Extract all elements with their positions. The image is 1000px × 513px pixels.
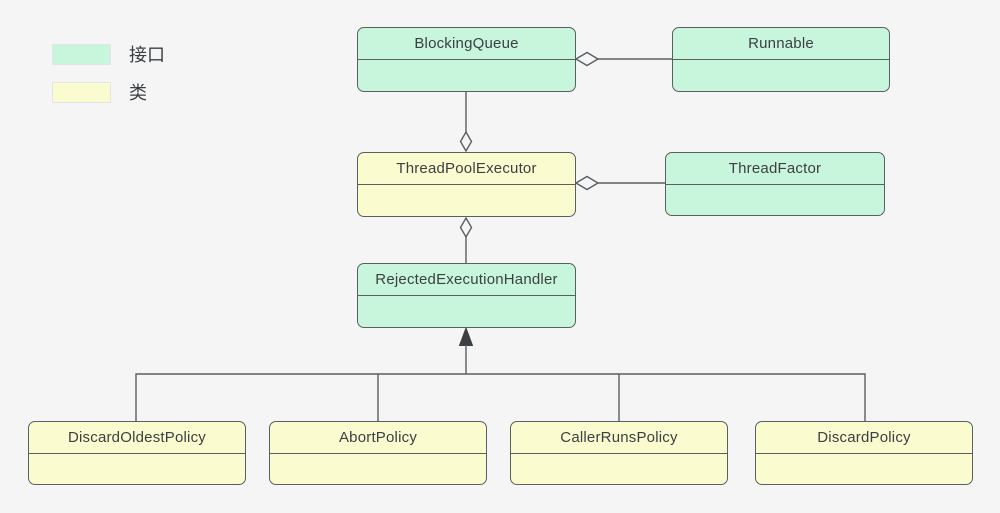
node-title-discard-oldest-policy: DiscardOldestPolicy [29,422,245,454]
node-body [666,185,884,215]
legend-label-interface: 接口 [129,45,165,65]
node-blocking-queue: BlockingQueue [357,27,576,92]
node-discard-policy: DiscardPolicy [755,421,973,485]
node-title-thread-factor: ThreadFactor [666,153,884,185]
node-title-runnable: Runnable [673,28,889,60]
inheritance-branch-rail [135,373,866,421]
legend-label-class: 类 [129,83,147,103]
aggregation-diamond-threadpoolexecutor-top [459,130,473,153]
node-body [29,454,245,484]
node-body [270,454,486,484]
aggregation-diamond-threadpoolexecutor-threadfactor [574,175,600,191]
node-runnable: Runnable [672,27,890,92]
node-rejected-execution-handler: RejectedExecutionHandler [357,263,576,328]
legend-swatch-class [52,81,111,103]
node-title-caller-runs-policy: CallerRunsPolicy [511,422,727,454]
node-body [511,454,727,484]
legend-item-class: 类 [52,79,147,105]
node-body [358,185,575,216]
node-abort-policy: AbortPolicy [269,421,487,485]
node-title-rejected-execution-handler: RejectedExecutionHandler [358,264,575,296]
node-body [673,60,889,91]
node-title-blocking-queue: BlockingQueue [358,28,575,60]
node-title-discard-policy: DiscardPolicy [756,422,972,454]
inheritance-arrow [458,326,474,346]
node-body [358,296,575,327]
node-thread-factor: ThreadFactor [665,152,885,216]
aggregation-diamond-threadpoolexecutor-bottom [459,216,473,239]
node-discard-oldest-policy: DiscardOldestPolicy [28,421,246,485]
node-title-abort-policy: AbortPolicy [270,422,486,454]
node-body [756,454,972,484]
legend-item-interface: 接口 [52,41,165,67]
legend-swatch-interface [52,43,111,65]
node-body [358,60,575,91]
node-caller-runs-policy: CallerRunsPolicy [510,421,728,485]
node-title-thread-pool-executor: ThreadPoolExecutor [358,153,575,185]
aggregation-diamond-blockingqueue-runnable [574,51,600,67]
node-thread-pool-executor: ThreadPoolExecutor [357,152,576,217]
